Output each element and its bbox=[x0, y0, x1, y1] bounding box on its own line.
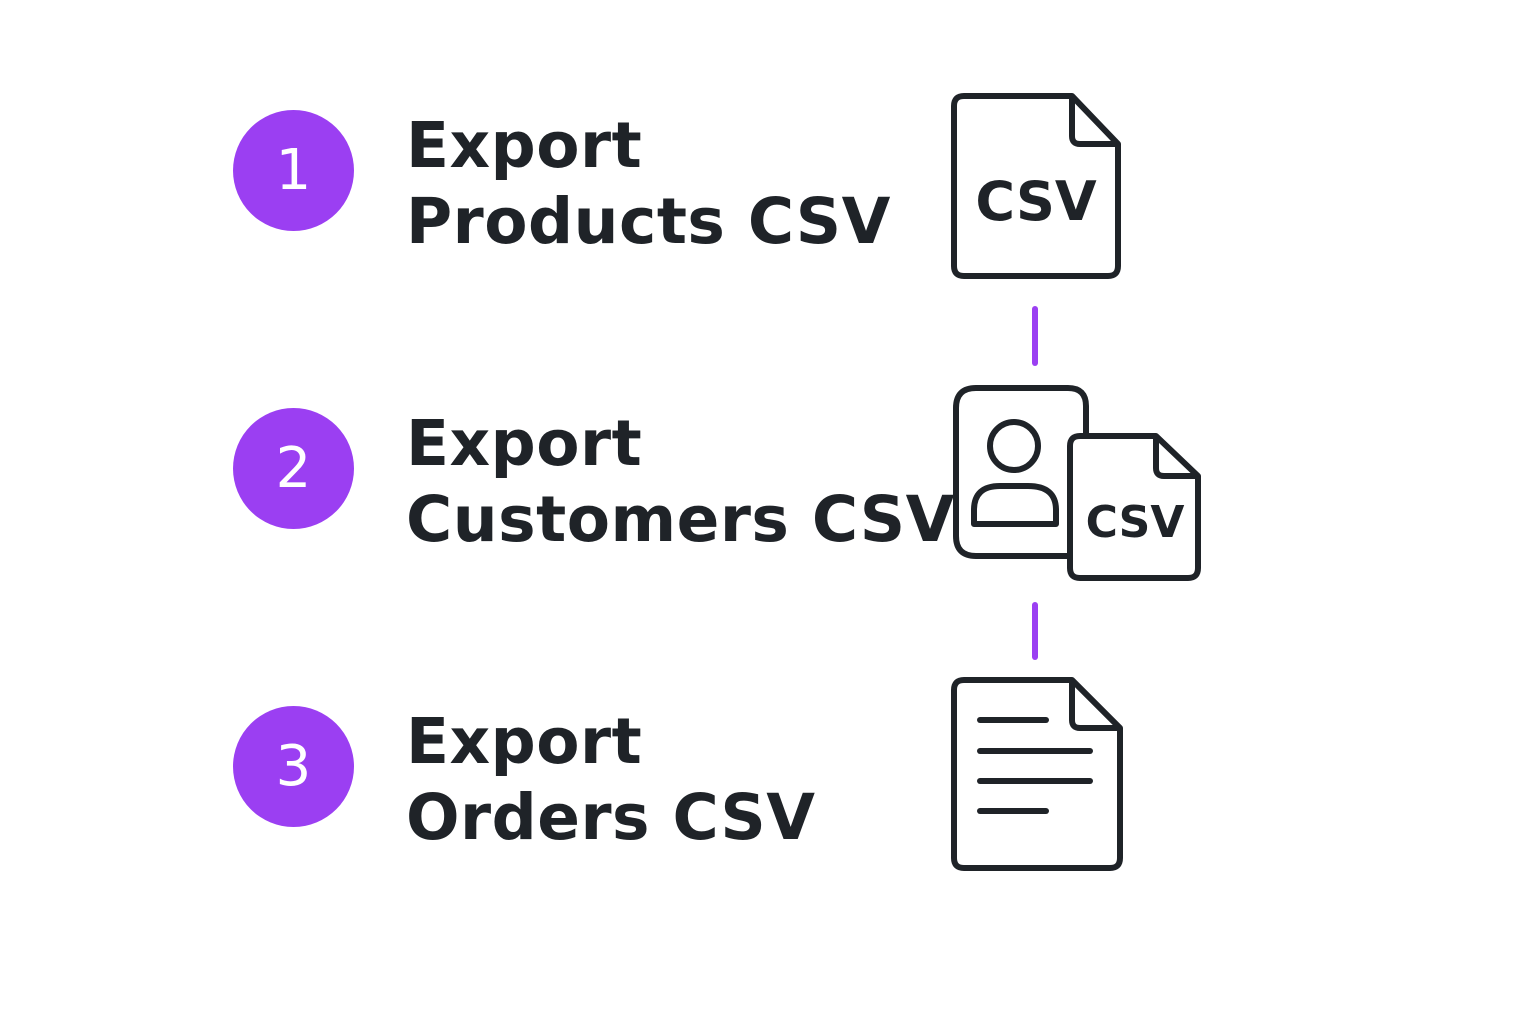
step-1-title-line2: Products CSV bbox=[406, 185, 891, 258]
step-2-number-badge: 2 bbox=[233, 408, 354, 529]
document-icon bbox=[951, 677, 1123, 871]
step-3-title-line1: Export bbox=[406, 705, 643, 778]
csv-file-icon-label: CSV bbox=[975, 170, 1097, 233]
customer-csv-icon-label: CSV bbox=[1086, 497, 1185, 548]
customer-csv-icon: CSV bbox=[953, 385, 1201, 581]
person-head-icon bbox=[987, 419, 1041, 473]
step-1-title: Export Products CSV bbox=[406, 108, 891, 260]
step-2-title-line2: Customers CSV bbox=[406, 483, 955, 556]
step-2-title-line1: Export bbox=[406, 407, 643, 480]
step-1-number-badge: 1 bbox=[233, 110, 354, 231]
step-1-title-line1: Export bbox=[406, 109, 643, 182]
person-body-icon bbox=[971, 483, 1059, 527]
connector-line-2 bbox=[1032, 602, 1038, 660]
csv-file-icon: CSV bbox=[951, 93, 1121, 279]
step-3-title: Export Orders CSV bbox=[406, 704, 816, 856]
step-3-title-line2: Orders CSV bbox=[406, 781, 816, 854]
step-3-number-badge: 3 bbox=[233, 706, 354, 827]
step-2-title: Export Customers CSV bbox=[406, 406, 955, 558]
connector-line-1 bbox=[1032, 306, 1038, 366]
